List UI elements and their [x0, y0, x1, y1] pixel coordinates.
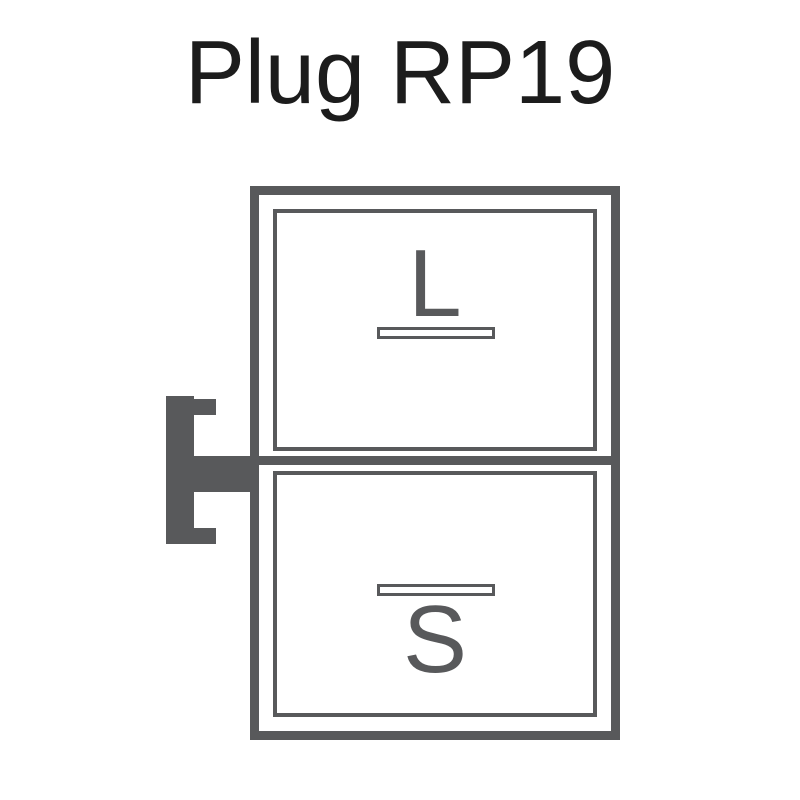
terminal-label-s: S [402, 586, 468, 693]
mounting-clip-connector [194, 456, 258, 492]
plug-center-divider [250, 456, 620, 465]
mounting-clip-bottom-tooth [194, 528, 216, 544]
terminal-pin-bar-s [377, 584, 495, 596]
terminal-pin-bar-l [377, 327, 495, 339]
mounting-clip-top-tooth [194, 399, 216, 415]
mounting-clip-spine [166, 396, 194, 544]
terminal-label-l: L [408, 230, 462, 337]
diagram-title: Plug RP19 [184, 23, 616, 123]
